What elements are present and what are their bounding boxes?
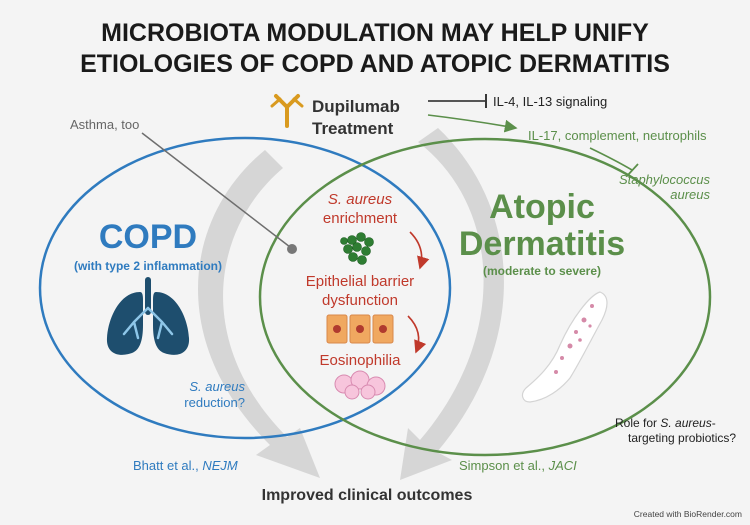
staph-label-2: aureus xyxy=(670,187,710,202)
asthma-pointer-dot xyxy=(287,244,297,254)
ad-circle xyxy=(258,137,712,457)
epithelial-cells-icon xyxy=(326,314,394,344)
il17-arrow xyxy=(427,114,518,133)
treatment-name: Dupilumab xyxy=(312,97,400,116)
overlap-step2-line2: dysfunction xyxy=(322,292,398,309)
overlap-step1-line1: S. aureus xyxy=(328,191,393,208)
step2-to-step3-arrow xyxy=(407,315,427,354)
il4-il13-label: IL-4, IL-13 signaling xyxy=(493,94,607,109)
eosinophils-icon xyxy=(334,370,386,400)
copd-reduction-2: reduction? xyxy=(184,395,245,410)
ad-title-2: Dermatitis xyxy=(459,225,625,263)
citation-left: Bhatt et al., NEJM xyxy=(133,458,238,473)
title-line-2: ETIOLOGIES OF COPD AND ATOPIC DERMATITIS xyxy=(80,50,670,78)
treatment-label: Treatment xyxy=(312,119,394,138)
left-outcome-arrow xyxy=(198,150,320,478)
title-line-1: MICROBIOTA MODULATION MAY HELP UNIFY xyxy=(101,19,649,47)
copd-reduction-1: S. aureus xyxy=(189,379,245,394)
lungs-icon xyxy=(106,277,190,355)
bacteria-cluster-icon xyxy=(340,232,374,265)
overlap-step2-line1: Epithelial barrier xyxy=(306,273,414,290)
copd-circle xyxy=(38,136,452,440)
credit-label: Created with BioRender.com xyxy=(634,509,742,519)
citation-right: Simpson et al., JACI xyxy=(459,458,577,473)
staph-inhibit-line xyxy=(589,147,633,171)
staph-label-1: Staphylococcus xyxy=(619,172,711,187)
probiotics-line1: Role for S. aureus- xyxy=(615,416,716,430)
asthma-pointer-line xyxy=(141,132,291,248)
asthma-note: Asthma, too xyxy=(70,117,139,132)
probiotics-line2: targeting probiotics? xyxy=(628,431,736,445)
outcome-label: Improved clinical outcomes xyxy=(262,487,473,504)
arm-rash-icon xyxy=(521,291,608,403)
overlap-step1-line2: enrichment xyxy=(323,210,398,227)
staph-inhibit-bar xyxy=(626,163,639,177)
ad-title-1: Atopic xyxy=(489,188,595,226)
copd-subtitle: (with type 2 inflammation) xyxy=(74,259,222,273)
outcome-arrows xyxy=(198,128,504,480)
antibody-icon xyxy=(270,94,304,128)
overlap-step3: Eosinophilia xyxy=(320,352,402,369)
copd-title: COPD xyxy=(99,218,197,256)
step1-to-step2-arrow xyxy=(409,231,430,270)
right-outcome-arrow xyxy=(400,128,504,480)
il17-label: IL-17, complement, neutrophils xyxy=(528,128,707,143)
ad-subtitle: (moderate to severe) xyxy=(483,264,601,278)
